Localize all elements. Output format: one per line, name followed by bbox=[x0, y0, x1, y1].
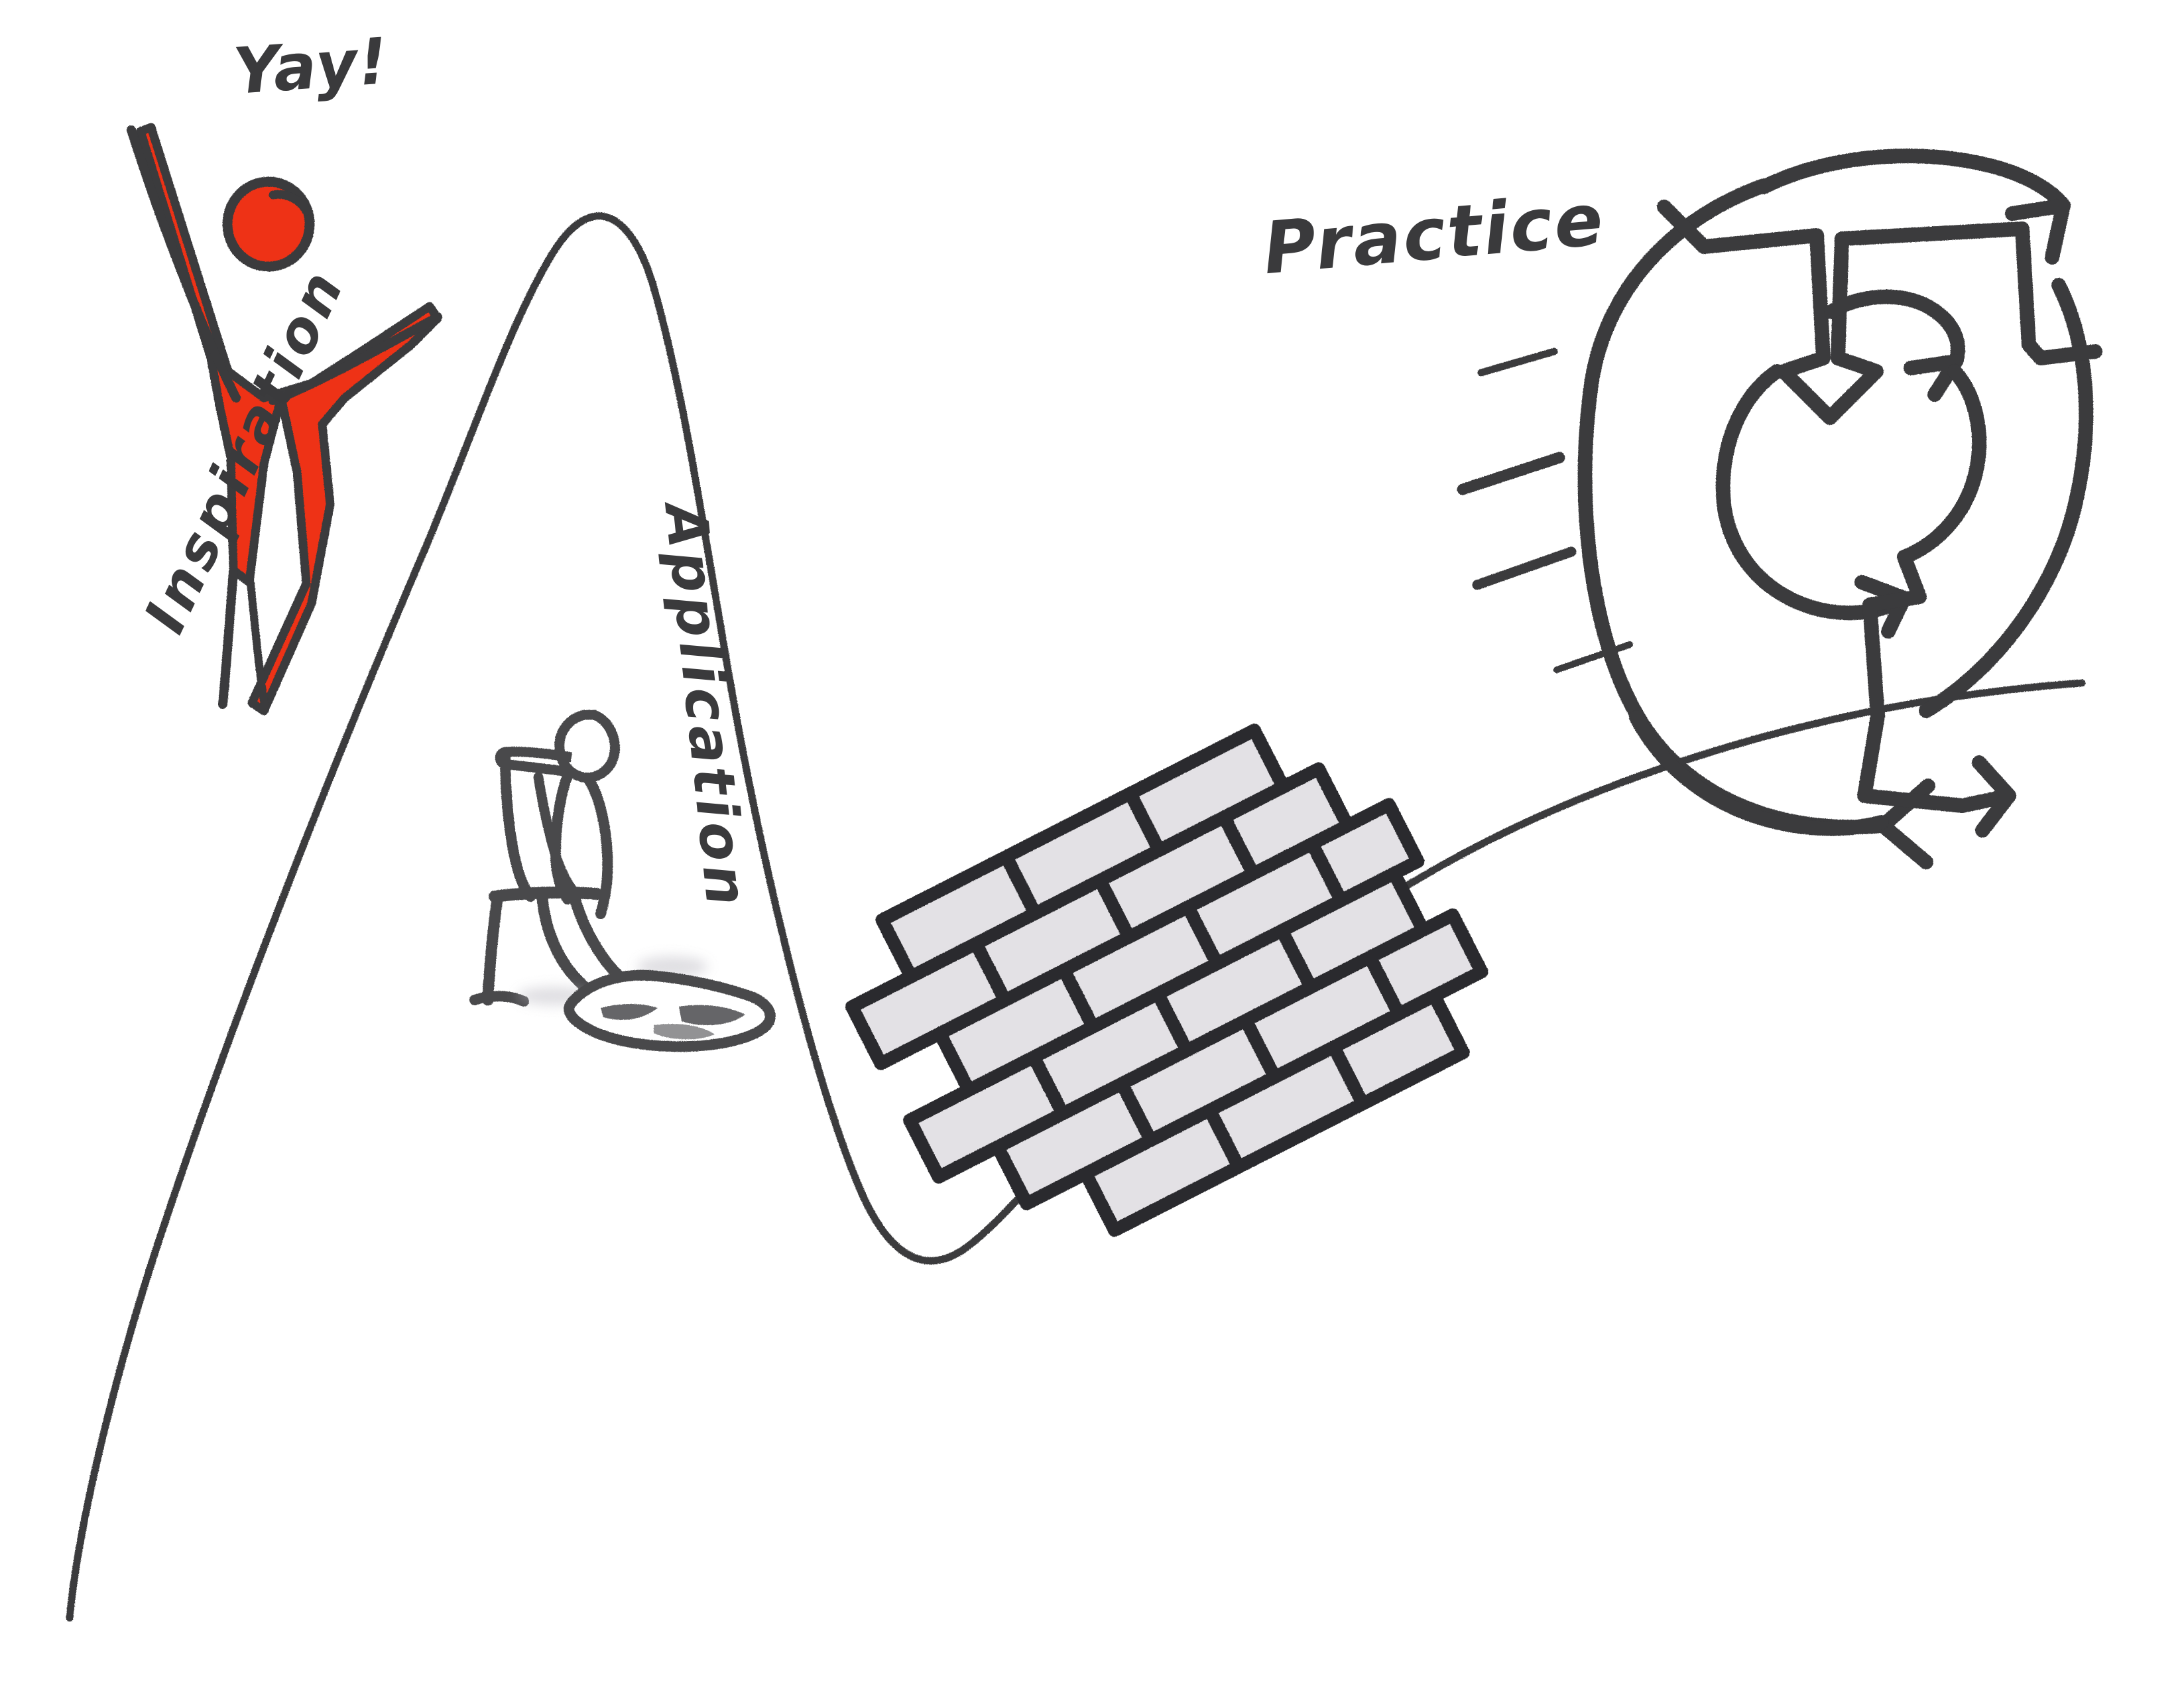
radiating-dash-marks bbox=[1457, 347, 1633, 673]
journey-curve-line bbox=[66, 212, 2086, 1622]
brick-wall-icon bbox=[845, 723, 1488, 1237]
pushing-person-icon bbox=[469, 710, 708, 1020]
celebrating-person-icon bbox=[127, 123, 442, 716]
label-yay: Yay! bbox=[231, 23, 391, 109]
boulder-icon bbox=[564, 969, 776, 1052]
recycle-cycle-arrows-icon bbox=[1577, 149, 2102, 869]
